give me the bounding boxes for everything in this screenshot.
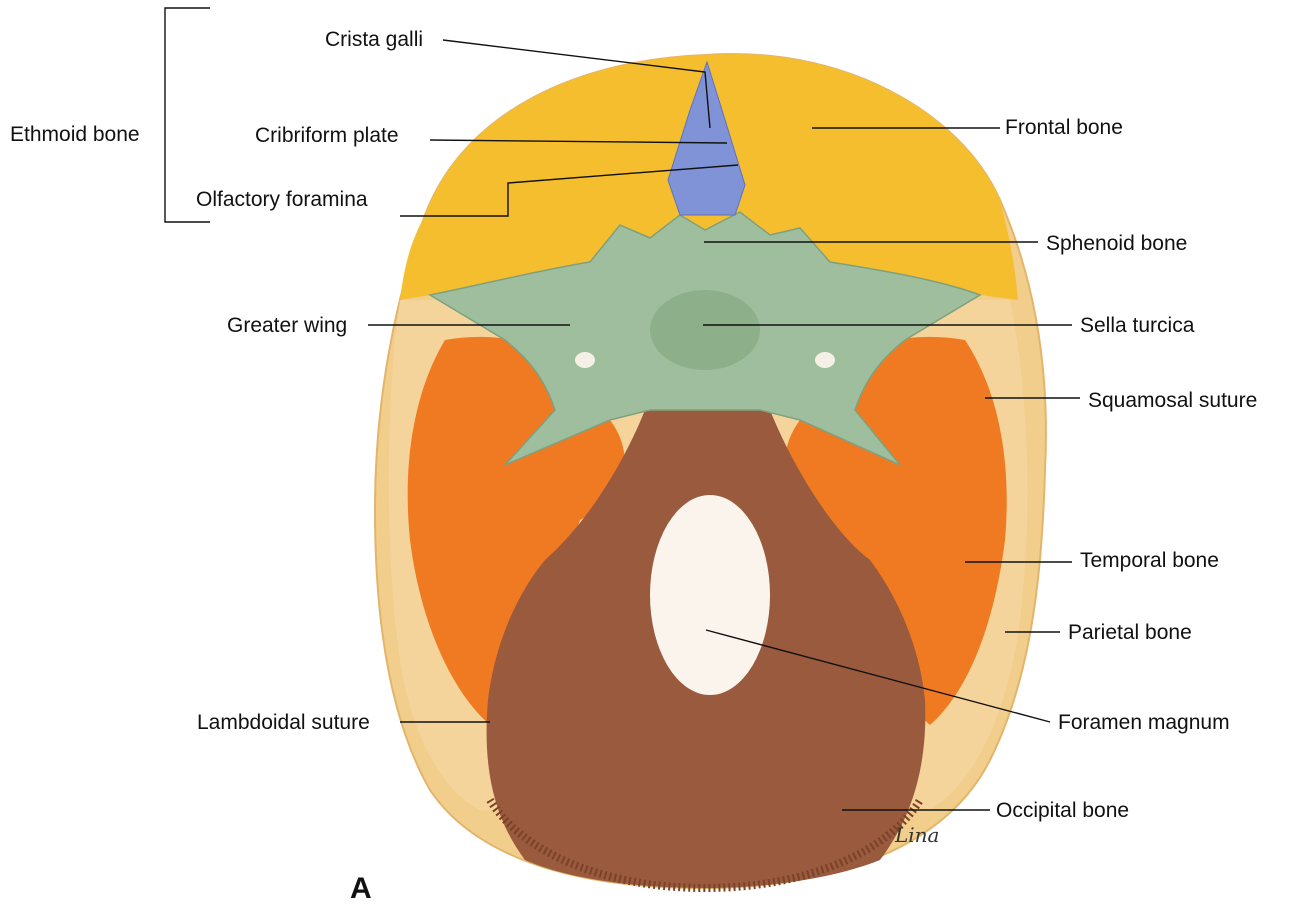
label-ethmoid-bone: Ethmoid bone: [10, 123, 140, 147]
label-foramen-magnum: Foramen magnum: [1058, 711, 1230, 735]
label-cribriform-plate: Cribriform plate: [255, 124, 399, 148]
label-parietal-bone: Parietal bone: [1068, 621, 1192, 645]
panel-letter: A: [350, 872, 372, 906]
label-temporal-bone: Temporal bone: [1080, 549, 1219, 573]
foramen-right: [815, 352, 835, 368]
label-greater-wing: Greater wing: [227, 314, 347, 338]
foramen-left: [575, 352, 595, 368]
foramen-magnum-opening: [650, 495, 770, 695]
label-sphenoid-bone: Sphenoid bone: [1046, 232, 1187, 256]
label-sella-turcica: Sella turcica: [1080, 314, 1194, 338]
label-occipital-bone: Occipital bone: [996, 799, 1129, 823]
label-lambdoidal-suture: Lambdoidal suture: [197, 711, 370, 735]
sella-turcica-depression: [650, 290, 760, 370]
label-olfactory-foramina: Olfactory foramina: [196, 188, 368, 212]
label-frontal-bone: Frontal bone: [1005, 116, 1123, 140]
label-crista-galli: Crista galli: [325, 28, 423, 52]
label-squamosal-suture: Squamosal suture: [1088, 389, 1257, 413]
artist-signature: Lina: [894, 823, 939, 847]
